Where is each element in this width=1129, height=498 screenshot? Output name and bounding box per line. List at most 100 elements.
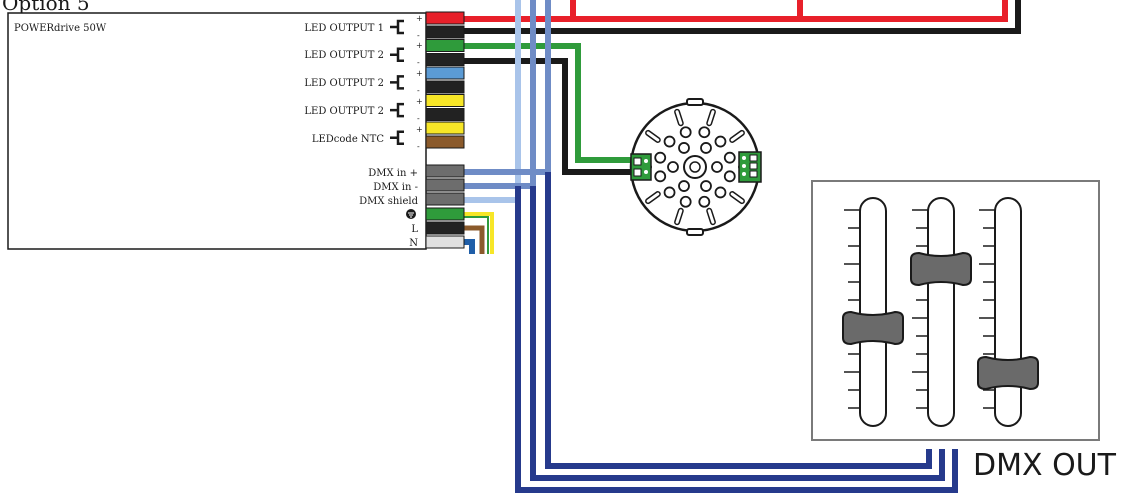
power-terminal xyxy=(425,235,465,249)
decoder-hole xyxy=(723,151,736,164)
decoder-hole xyxy=(663,135,676,148)
wire-live-brown xyxy=(464,225,485,254)
decoder-hole xyxy=(711,161,723,173)
output-plus: + xyxy=(416,41,423,50)
output-minus: - xyxy=(417,86,420,95)
terminal-slot xyxy=(425,53,465,66)
fader-track xyxy=(859,197,887,427)
decoder-hole xyxy=(678,142,690,154)
wire-dmx-out-2 xyxy=(530,186,945,481)
connector-brackets xyxy=(390,19,404,146)
wire-earth-green xyxy=(464,216,489,254)
terminal-slot xyxy=(425,94,465,107)
decoder-hole xyxy=(667,161,679,173)
decoder-hole xyxy=(714,186,727,199)
driver-outline xyxy=(7,12,427,250)
wire-dmx-out-3 xyxy=(545,172,932,469)
output-label: LED OUTPUT 2 xyxy=(304,106,384,117)
wire-red-led1-branches xyxy=(570,0,803,19)
faders xyxy=(842,197,1039,427)
connector-bracket-icon xyxy=(390,130,404,146)
fader-track xyxy=(927,197,955,427)
mount-tab-top xyxy=(686,98,704,106)
output-label: LED OUTPUT 2 xyxy=(304,78,384,89)
output-plus: + xyxy=(416,125,423,134)
decoder-hole xyxy=(679,195,692,208)
output-row: LEDcode NTC + - xyxy=(312,125,423,151)
terminal-slot xyxy=(425,108,465,121)
terminal-slot xyxy=(425,39,465,52)
decoder-hole xyxy=(654,170,667,183)
decoder-holes xyxy=(634,108,756,226)
power-terminal xyxy=(425,207,465,221)
decoder-hole xyxy=(698,195,711,208)
dmx-out-label: DMX OUT xyxy=(973,448,1117,483)
decoder-vent-inner xyxy=(707,209,715,224)
dmx-in-plus-label: DMX in + xyxy=(368,168,418,179)
decoder-hole xyxy=(679,126,692,139)
wire-neutral-blue xyxy=(464,239,475,254)
live-label: L xyxy=(411,224,418,235)
decoder-vent-inner xyxy=(646,192,660,203)
decoder-hole xyxy=(714,135,727,148)
wire-dmx-minus-in xyxy=(463,0,536,189)
decoder-connector-left xyxy=(630,153,652,181)
output-label: LEDcode NTC xyxy=(312,134,384,145)
output-plus: + xyxy=(416,69,423,78)
wire-earth-yellow xyxy=(464,212,494,254)
decoder-hole xyxy=(700,142,712,154)
decoder-vent-inner xyxy=(730,131,744,142)
output-row: LED OUTPUT 2 + - xyxy=(304,97,422,123)
output-minus: - xyxy=(417,114,420,123)
terminal-slot xyxy=(425,25,465,39)
decoder-vent-inner xyxy=(730,192,744,203)
ground-icon xyxy=(406,209,416,219)
driver-name: POWERdrive 50W xyxy=(14,23,107,34)
output-plus: + xyxy=(416,14,423,23)
decoder-hole xyxy=(663,186,676,199)
decoder-vent-inner xyxy=(646,131,660,142)
page-title: Option 5 xyxy=(2,0,90,15)
neutral-label: N xyxy=(409,238,418,249)
power-terminal xyxy=(425,221,465,235)
terminal-slot xyxy=(425,66,465,80)
decoder-hole xyxy=(723,170,736,183)
decoder-vent-inner xyxy=(707,110,715,125)
terminal-slot xyxy=(425,135,465,149)
terminal-block xyxy=(425,11,465,249)
fader-knob xyxy=(842,310,904,346)
dmx-controller xyxy=(811,180,1100,441)
mount-tab-bottom xyxy=(686,228,704,236)
dmx-shield-label: DMX shield xyxy=(359,196,418,207)
output-plus: + xyxy=(416,97,423,106)
led-outputs: LED OUTPUT 1 + - LED OUTPUT 2 + - LED OU… xyxy=(304,14,422,151)
decoder-hole xyxy=(678,180,690,192)
decoder-vent-inner xyxy=(675,110,683,125)
output-row: LED OUTPUT 1 + - xyxy=(304,14,422,40)
dmx-in-minus-label: DMX in - xyxy=(373,182,418,193)
fader-track xyxy=(994,197,1022,427)
terminal-slot xyxy=(425,121,465,135)
dmx-decoder-module xyxy=(629,98,762,236)
wire-black-led1 xyxy=(461,0,1021,34)
dmx-terminal xyxy=(425,178,465,192)
driver-box: POWERdrive 50W LED OUTPUT 1 + - LED OUTP… xyxy=(7,11,465,250)
terminal-slot xyxy=(425,80,465,94)
fader-knob xyxy=(910,251,972,287)
decoder-hole xyxy=(700,180,712,192)
wire-black-decoder xyxy=(461,58,640,175)
decoder-vent-inner xyxy=(675,209,683,224)
output-label: LED OUTPUT 2 xyxy=(304,50,384,61)
decoder-hole xyxy=(654,151,667,164)
output-minus: - xyxy=(417,58,420,67)
connector-bracket-icon xyxy=(390,47,404,62)
dmx-terminal xyxy=(425,164,465,178)
output-minus: - xyxy=(417,31,420,40)
terminal-slot xyxy=(425,11,465,25)
decoder-hole xyxy=(698,126,711,139)
output-row: LED OUTPUT 2 + - xyxy=(304,41,422,67)
dmx-terminal xyxy=(425,192,465,206)
connector-bracket-icon xyxy=(390,19,404,35)
fader-knob xyxy=(977,355,1039,391)
